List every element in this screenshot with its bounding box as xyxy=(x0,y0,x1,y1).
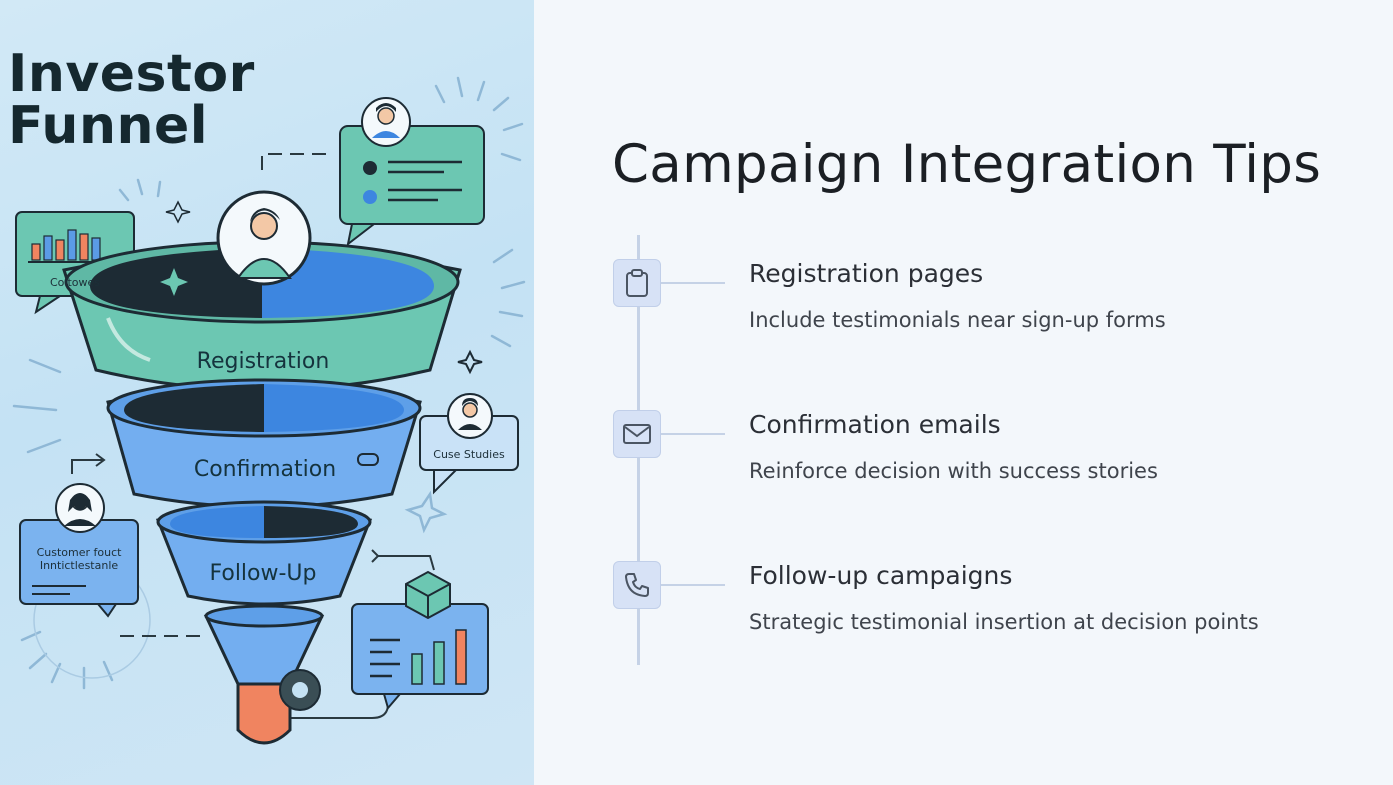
clipboard-icon xyxy=(613,259,661,307)
tip-item: Confirmation emails Reinforce decision w… xyxy=(534,385,1393,485)
tip-heading: Follow-up campaigns xyxy=(749,561,1013,590)
funnel-illustration: Investor Funnel Registration Confirmatio… xyxy=(0,0,534,785)
tip-description: Include testimonials near sign-up forms xyxy=(749,308,1166,332)
tip-description: Strategic testimonial insertion at decis… xyxy=(749,610,1259,634)
connector-lines xyxy=(71,153,435,719)
tip-connector xyxy=(661,282,725,284)
illustration-title-line2: Funnel xyxy=(8,96,209,156)
customer-bubble-line1: Customer fouct xyxy=(36,546,122,559)
tip-connector xyxy=(661,433,725,435)
funnel-artwork xyxy=(12,76,526,745)
funnel-stage-confirmation xyxy=(106,378,422,509)
profile-bubble xyxy=(339,97,485,247)
illustration-title-line1: Investor xyxy=(8,44,255,104)
tip-heading: Registration pages xyxy=(749,259,984,288)
customer-bubble-line2: Inntictlestanle xyxy=(39,559,119,572)
case-studies-label: Cuse Studies xyxy=(433,448,505,461)
tip-description: Reinforce decision with success stories xyxy=(749,459,1158,483)
funnel-person xyxy=(216,190,312,286)
tip-item: Registration pages Include testimonials … xyxy=(534,234,1393,334)
funnel-label-follow-up: Follow-Up xyxy=(209,561,317,586)
sparkle-icon xyxy=(165,200,191,224)
funnel-stage-follow-up xyxy=(155,500,373,606)
customer-bubble xyxy=(19,483,139,618)
funnel-label-confirmation: Confirmation xyxy=(193,457,337,482)
tip-connector xyxy=(661,584,725,586)
page-title: Campaign Integration Tips xyxy=(612,134,1322,195)
report-bubble xyxy=(351,570,489,711)
envelope-icon xyxy=(613,410,661,458)
tip-heading: Confirmation emails xyxy=(749,410,1001,439)
funnel-label-registration: Registration xyxy=(196,349,330,374)
tip-item: Follow-up campaigns Strategic testimonia… xyxy=(534,536,1393,636)
funnel-spout xyxy=(203,604,325,745)
star-icon xyxy=(404,490,448,534)
case-studies-bubble xyxy=(419,393,519,495)
phone-icon xyxy=(613,561,661,609)
sparkle-icon xyxy=(457,349,483,375)
chart-bubble-label: Coltowes xyxy=(49,276,100,289)
decorative-rays xyxy=(12,76,526,690)
tips-panel: Campaign Integration Tips Registration p… xyxy=(534,0,1393,785)
